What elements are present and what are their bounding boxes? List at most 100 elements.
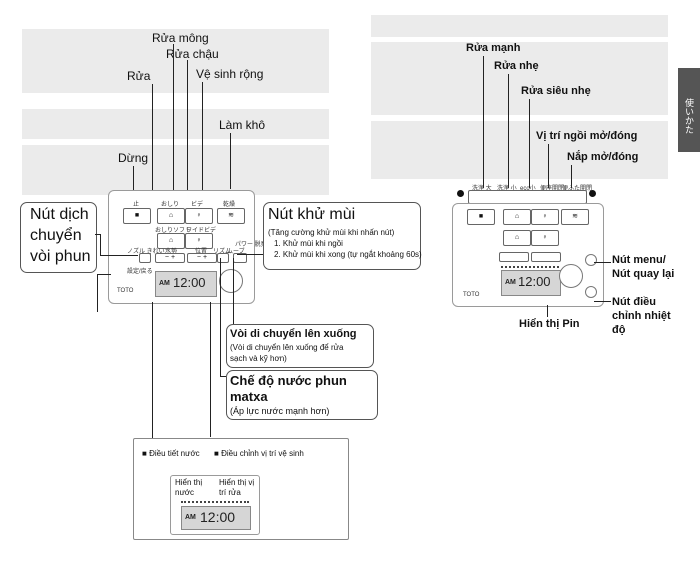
- r-ichi-button[interactable]: [531, 252, 561, 262]
- suisei-minus-plus[interactable]: − +: [155, 253, 185, 263]
- nozzle-shift-3: vòi phun: [30, 248, 91, 265]
- massage-box: Chế độ nước phun matxa (Áp lực nước mạnh…: [226, 370, 378, 420]
- bide-label: ビデ: [191, 202, 204, 208]
- leader-rua: [152, 84, 153, 219]
- label-nut-menu-1: Nút menu/: [612, 254, 666, 266]
- label-rua-manh: Rửa mạnh: [466, 42, 521, 54]
- label-nut-dieu-3: độ: [612, 324, 626, 336]
- wide-bide-label: ワイドビデ: [186, 228, 217, 234]
- leader-deodor: [237, 254, 263, 255]
- label-nap-mo: Nắp mở/đóng: [567, 151, 639, 163]
- lcd-left: AM 12:00: [155, 271, 217, 297]
- r-kanso-button[interactable]: ≋: [561, 209, 589, 225]
- inset-dieu-chinh: ■ Điều chỉnh vị trí vệ sinh: [214, 449, 304, 458]
- label-rua: Rửa: [127, 69, 151, 83]
- tab-4: 便ふた開閉: [562, 186, 593, 192]
- leader-pin: [547, 305, 548, 317]
- inset-lcd-am: AM: [185, 514, 196, 521]
- leader-rua-mong: [173, 44, 174, 192]
- wide-bide-button[interactable]: ♀: [185, 233, 213, 249]
- dot-right: [589, 190, 596, 197]
- band-r3: [371, 121, 668, 179]
- leader-rua-chau: [187, 60, 188, 192]
- bide-button[interactable]: ♀: [185, 208, 213, 224]
- lcd-am: AM: [159, 280, 170, 287]
- label-vi-tri-ngoi: Vị trí ngồi mở/đóng: [536, 130, 638, 142]
- label-lam-kho: Làm khô: [219, 118, 266, 132]
- side-tab-label: 使いかた: [684, 98, 694, 134]
- temp-dial-left[interactable]: [219, 269, 243, 293]
- inset-bars: [181, 501, 249, 506]
- remote-left: ■ 止 おしり ⌂ ビデ ♀ 乾燥 ≋ おしりソフト ⌂ ワイドビデ ♀ ノズル…: [108, 190, 267, 304]
- label-rua-sieu-nhe: Rửa siêu nhẹ: [521, 85, 591, 97]
- leader-vi-tri-ngoi: [548, 144, 549, 188]
- label-ve-sinh-rong: Vệ sinh rộng: [196, 67, 264, 81]
- deodor-line2: 1. Khử mùi khi ngồi: [274, 239, 343, 248]
- label-hien-thi-pin: Hiển thị Pin: [519, 318, 580, 330]
- label-dung: Dừng: [118, 151, 149, 165]
- label-rua-nhe: Rửa nhẹ: [494, 60, 539, 72]
- r-suisei-button[interactable]: [499, 252, 529, 262]
- rhythm-button[interactable]: [217, 253, 229, 263]
- dot-left: [457, 190, 464, 197]
- r-wide-bide-button[interactable]: ♀: [531, 230, 559, 246]
- r-menu-button[interactable]: [585, 254, 597, 266]
- r-temp-button[interactable]: [585, 286, 597, 298]
- r-lcd-time: 12:00: [518, 274, 551, 289]
- oshiri-soft-label: おしりソフト: [155, 228, 192, 234]
- oshiri-label: おしり: [161, 202, 180, 208]
- top-button-row[interactable]: [468, 190, 587, 204]
- oshiri-button[interactable]: ⌂: [157, 208, 185, 224]
- updown-line1: (Vòi di chuyển lên xuống để rửa: [230, 343, 344, 352]
- brand-right: TOTO: [463, 292, 480, 298]
- leader-massage: [220, 258, 221, 376]
- deodor-line3: 2. Khử mùi khi xong (tự ngắt khoảng 60s): [274, 250, 422, 259]
- leader-nap-mo: [571, 165, 572, 188]
- massage-line1: (Áp lực nước mạnh hơn): [230, 406, 330, 416]
- r-oshiri-button[interactable]: ⌂: [503, 209, 531, 225]
- stop-button[interactable]: ■: [123, 208, 151, 224]
- kanso-button[interactable]: ≋: [217, 208, 245, 224]
- tab-1: 洗浄 小: [497, 186, 517, 192]
- stop-label: 止: [133, 202, 140, 208]
- inset-lcd: AM 12:00: [181, 506, 251, 530]
- r-temp-dial[interactable]: [559, 264, 583, 288]
- remote-right: ■ ⌂ ♀ ≋ ⌂ ♀ AM 12:00 TOTO: [452, 203, 604, 307]
- massage-title2: matxa: [230, 389, 268, 404]
- nozzle-button[interactable]: [139, 253, 151, 263]
- leader-ve-sinh-rong: [202, 82, 203, 214]
- r-bide-button[interactable]: ♀: [531, 209, 559, 225]
- r-lcd-am: AM: [505, 279, 516, 286]
- band-2: [22, 109, 329, 139]
- label-nut-dieu-1: Nút điều: [612, 296, 656, 308]
- leader-dieu: [594, 301, 611, 302]
- deodor-box: Nút khử mùi (Tăng cường khử mùi khi nhấn…: [263, 202, 422, 270]
- leader-updown: [233, 258, 234, 324]
- leader-inset-left: [152, 302, 153, 452]
- r-oshiri-soft-button[interactable]: ⌂: [503, 230, 531, 246]
- inset-dieu-tiet: ■ Điều tiết nước: [142, 449, 200, 458]
- leader-dung: [133, 166, 134, 190]
- leader-menu: [594, 262, 611, 263]
- label-nut-dieu-2: chỉnh nhiệt: [612, 310, 671, 322]
- massage-title1: Chế độ nước phun: [230, 373, 347, 388]
- ichi-minus-plus[interactable]: − +: [187, 253, 217, 263]
- band-r1: [371, 15, 668, 37]
- oshiri-soft-button[interactable]: ⌂: [157, 233, 185, 249]
- leader-inset-right: [210, 302, 211, 437]
- nozzle-shift-2: chuyển: [30, 227, 82, 244]
- r-stop-button[interactable]: ■: [467, 209, 495, 225]
- leader-nozzle-shift-v: [100, 234, 101, 256]
- side-tab: 使いかた: [678, 68, 700, 152]
- leader-nozzle-left: [97, 274, 98, 312]
- suisei-label: 水勢: [165, 249, 178, 255]
- rhythm-label: リズム: [213, 249, 232, 255]
- tab-2: eco小: [520, 186, 536, 192]
- leader-lam-kho: [230, 133, 231, 189]
- leader-rua-manh: [483, 56, 484, 188]
- tab-3: 便座開閉: [540, 186, 565, 192]
- leader-nozzle-shift: [95, 234, 101, 235]
- inset-water-1: Hiển thị: [175, 478, 203, 487]
- nozzle-shift-box: Nút dịch chuyển vòi phun: [20, 202, 97, 273]
- ichi-label: 位置: [195, 249, 208, 255]
